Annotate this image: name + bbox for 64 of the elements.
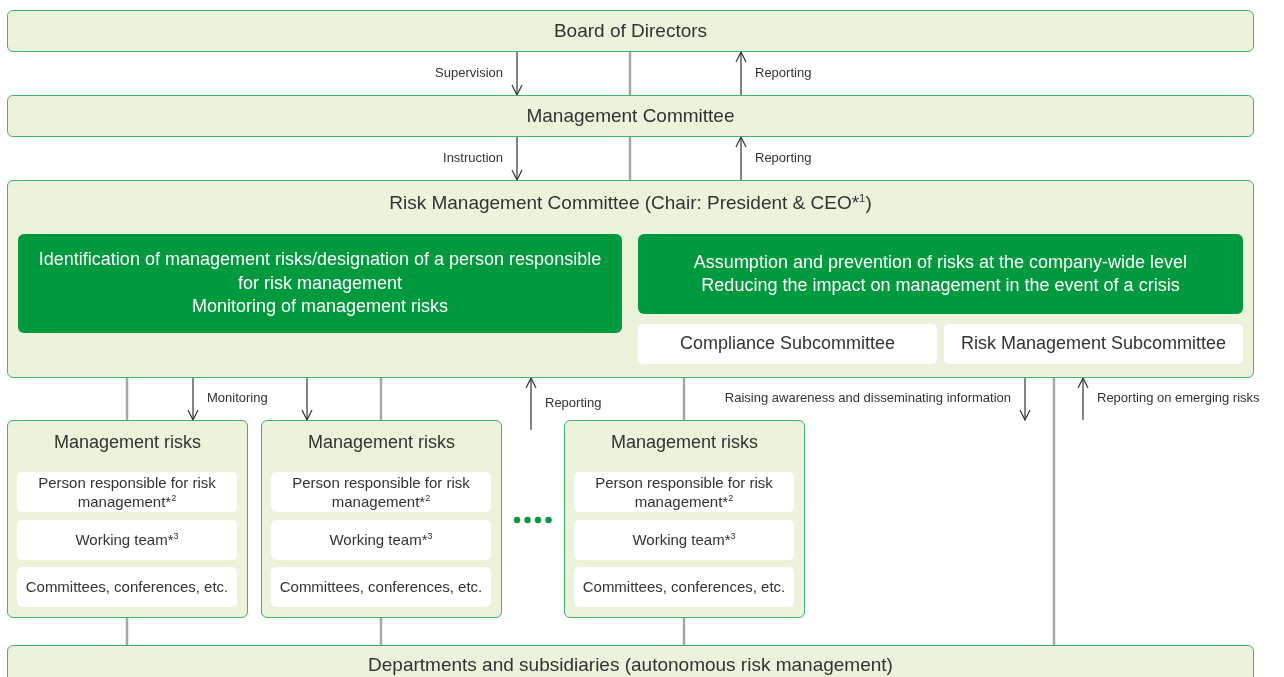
role-box bbox=[574, 472, 794, 512]
role-box bbox=[271, 567, 491, 607]
node-text: Working team*$^{3}$ bbox=[75, 530, 179, 550]
committee-band bbox=[7, 645, 1254, 677]
group-panel bbox=[261, 420, 502, 618]
task-box bbox=[18, 234, 622, 333]
node-text: Risk Management Committee (Chair: President & CEO*$^{1}$) bbox=[389, 191, 872, 215]
connector-line bbox=[1052, 378, 1056, 645]
subcommittee-box bbox=[944, 324, 1243, 364]
role-box bbox=[17, 520, 237, 560]
arrow bbox=[525, 377, 537, 431]
role-box bbox=[271, 472, 491, 512]
node-text: Management risks bbox=[307, 431, 456, 454]
committee-panel bbox=[7, 180, 1254, 378]
node-text: Reducing the impact on management in the event of a crisis bbox=[701, 274, 1180, 297]
arrow bbox=[735, 136, 747, 181]
role-box bbox=[17, 472, 237, 512]
connector-line bbox=[125, 378, 129, 420]
arrow bbox=[1019, 377, 1031, 421]
node-text: Risk Management Subcommittee bbox=[960, 332, 1227, 356]
connector-line bbox=[682, 378, 686, 420]
task-box bbox=[638, 234, 1243, 314]
connector-line bbox=[379, 378, 383, 420]
node-text: Compliance Subcommittee bbox=[679, 332, 896, 356]
node-text: Management risks bbox=[53, 431, 202, 454]
role-box bbox=[17, 567, 237, 607]
connector-line bbox=[125, 618, 129, 645]
node-text: Identification of management risks/designation of a person responsible for risk management bbox=[38, 248, 602, 295]
connector-line bbox=[628, 52, 632, 95]
subcommittee-box bbox=[638, 324, 937, 364]
group-panel bbox=[564, 420, 805, 618]
node-text: Person responsible for risk management*$^{2}$ bbox=[594, 472, 774, 512]
edge-label: Reporting on emerging risks bbox=[1095, 390, 1262, 405]
connector-line bbox=[379, 618, 383, 645]
arrow bbox=[735, 51, 747, 96]
node-text: Working team*$^{3}$ bbox=[632, 530, 736, 550]
role-box bbox=[574, 567, 794, 607]
node-text: Management risks bbox=[610, 431, 759, 454]
arrow bbox=[1077, 377, 1089, 421]
node-text: Committees, conferences, etc. bbox=[279, 577, 483, 597]
node-text: Committees, conferences, etc. bbox=[25, 577, 229, 597]
role-box bbox=[574, 520, 794, 560]
node-text: Departments and subsidiaries (autonomous risk management) bbox=[368, 652, 893, 677]
node-text: Management Committee bbox=[526, 103, 735, 128]
arrow bbox=[511, 51, 523, 96]
connector-line bbox=[682, 618, 686, 645]
edge-label: Monitoring bbox=[205, 390, 270, 405]
node-text: Person responsible for risk management*$^{2}$ bbox=[291, 472, 471, 512]
edge-label: Reporting bbox=[543, 395, 604, 410]
node-text: Person responsible for risk management*$^{2}$ bbox=[37, 472, 217, 512]
committee-band bbox=[7, 95, 1254, 137]
node-text: Working team*$^{3}$ bbox=[329, 530, 433, 550]
node-text: Board of Directors bbox=[553, 18, 708, 43]
connector-line bbox=[628, 137, 632, 180]
group-panel bbox=[7, 420, 248, 618]
node-text: Assumption and prevention of risks at the company-wide level bbox=[693, 250, 1188, 274]
node-text: Monitoring of management risks bbox=[191, 295, 449, 319]
arrow bbox=[187, 377, 199, 421]
node-text: Committees, conferences, etc. bbox=[582, 577, 786, 597]
committee-band bbox=[7, 10, 1254, 52]
arrow bbox=[301, 377, 313, 421]
arrow bbox=[511, 136, 523, 181]
edge-label: Raising awareness and disseminating information bbox=[722, 390, 1013, 405]
role-box bbox=[271, 520, 491, 560]
